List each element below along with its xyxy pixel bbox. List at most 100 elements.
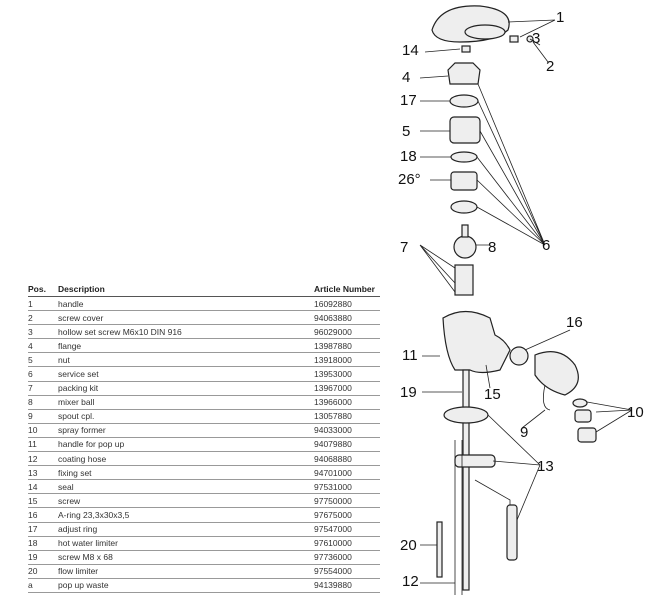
cell-pos: 18 [28,536,58,551]
cell-description: spray former [58,423,314,438]
spray-former-cap [577,427,597,443]
cell-pos: 2 [28,310,58,326]
cell-pos: 6 [28,366,58,382]
cell-article: 97610000 [314,536,380,551]
cell-article: 94033000 [314,423,380,438]
cell-description: screw M8 x 68 [58,550,314,565]
spray-former-body [574,409,592,423]
seal-part [461,45,471,53]
callout-label: 19 [400,384,417,401]
cell-description: packing kit [58,381,314,396]
spray-former-part [572,398,588,408]
cell-description: fixing set [58,465,314,481]
callout-label: 16 [566,314,583,331]
callout-label: 18 [400,148,417,165]
callout-label: 10 [627,404,644,421]
cell-description: coating hose [58,451,314,467]
header-article: Article Number [314,282,380,297]
mixer-body-part [442,310,511,374]
callout-label: 17 [400,92,417,109]
nut-part [449,116,481,144]
cell-description: handle for pop up [58,437,314,453]
cell-article: 13057880 [314,409,380,424]
cell-article: 13966000 [314,395,380,410]
callout-label: 7 [400,239,408,256]
cell-pos: 20 [28,564,58,579]
header-description: Description [58,282,314,297]
callout-label: 2 [546,58,554,75]
cell-pos: 8 [28,395,58,410]
callout-label: 6 [542,237,550,254]
pop-up-pin [436,521,443,578]
cell-pos: 16 [28,507,58,523]
cell-description: hollow set screw M6x10 DIN 916 [58,324,314,340]
callout-label: 12 [402,573,419,590]
cell-article: 94701000 [314,465,380,481]
cell-article: 97531000 [314,479,380,495]
cell-article: 94063880 [314,310,380,326]
callout-label: 11 [402,347,418,364]
cell-description: adjust ring [58,522,314,537]
cell-pos: 1 [28,296,58,312]
cell-description: nut [58,352,314,368]
cell-article: 97675000 [314,507,380,523]
cell-article: 13967000 [314,381,380,396]
cell-description: spout cpl. [58,409,314,424]
callout-label: 8 [488,239,496,256]
cell-article: 96029000 [314,324,380,340]
cell-description: mixer ball [58,395,314,410]
cell-description: hot water limiter [58,536,314,551]
handle-loop [464,24,506,40]
a-ring-part [509,346,529,366]
callout-label: 14 [402,42,419,59]
cell-description: A-ring 23,3x30x3,5 [58,507,314,523]
cell-description: screw cover [58,310,314,326]
cell-pos: 11 [28,437,58,453]
cell-pos: 15 [28,493,58,509]
cell-description: pop up waste [58,578,314,593]
set-screw-part [509,35,519,43]
cell-article: 13953000 [314,366,380,382]
callout-label: 26° [398,171,421,188]
flange-part [447,62,481,85]
mixer-ball-stem [461,224,469,238]
cell-description: handle [58,296,314,312]
coating-hose-part [454,440,463,595]
cell-article: 94139880 [314,578,380,593]
spout-hook [542,384,551,411]
screw-rod-part [462,369,470,591]
cell-pos: 12 [28,451,58,467]
callout-label: 1 [556,9,564,26]
leader-lines [419,19,633,584]
header-pos: Pos. [28,282,58,297]
cell-article: 16092880 [314,296,380,312]
cell-description: seal [58,479,314,495]
callout-label: 4 [402,69,410,86]
cell-article: 97736000 [314,550,380,565]
cell-article: 97750000 [314,493,380,509]
cell-pos: 14 [28,479,58,495]
cell-pos: 13 [28,465,58,481]
callout-label: 15 [484,386,501,403]
flow-limiter-part [506,504,518,561]
cell-description: flange [58,338,314,354]
callout-label: 3 [532,30,540,47]
spout-part [534,351,579,396]
